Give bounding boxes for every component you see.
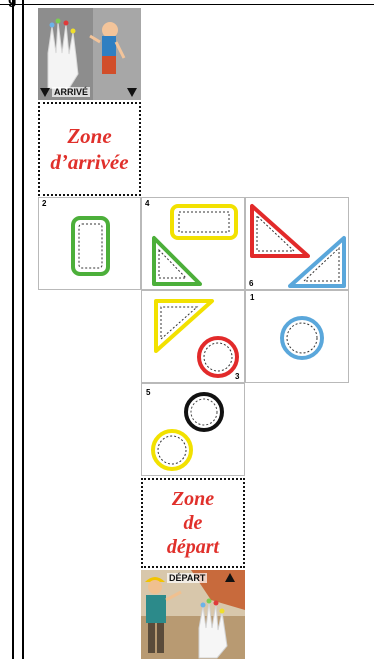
departure-zone-line-2: de	[167, 511, 219, 535]
top-border-line	[0, 4, 374, 5]
cell-4: 4	[141, 197, 245, 290]
cell-3: 3	[141, 290, 245, 383]
blue-circle-shape	[246, 291, 350, 384]
cell-2: 2	[38, 197, 141, 290]
departure-label: DÉPART	[167, 573, 207, 583]
inner-border-line	[22, 0, 24, 659]
arrival-zone-line-2: d’arrivée	[50, 149, 128, 175]
departure-zone-line-3: départ	[167, 535, 219, 559]
arrow-up-icon	[225, 573, 235, 582]
cell-1: 1	[245, 290, 349, 383]
departure-zone-line-1: Zone	[167, 487, 219, 511]
black-and-yellow-circles	[142, 384, 246, 477]
yellow-rectangle-and-green-triangle	[142, 198, 246, 291]
yellow-triangle-and-red-circle	[142, 291, 246, 384]
arrow-down-left-icon	[40, 88, 50, 97]
worker-and-hand-illustration	[141, 570, 245, 659]
arrow-down-right-icon	[127, 88, 137, 97]
arrival-label: ARRIVÉ	[52, 87, 90, 97]
arrival-zone-line-1: Zone	[50, 123, 128, 149]
departure-zone: Zone de départ	[141, 478, 245, 568]
departure-picture: DÉPART	[141, 570, 245, 659]
arrival-picture: ARRIVÉ	[38, 8, 141, 100]
red-and-blue-triangles	[246, 198, 350, 291]
arrival-zone: Zone d’arrivée	[38, 102, 141, 196]
cell-5: 5	[141, 383, 245, 476]
top-text-fragment: g	[8, 0, 17, 7]
left-border-line	[12, 0, 14, 659]
cell-6: 6	[245, 197, 349, 290]
green-rectangle-shape	[39, 198, 142, 291]
